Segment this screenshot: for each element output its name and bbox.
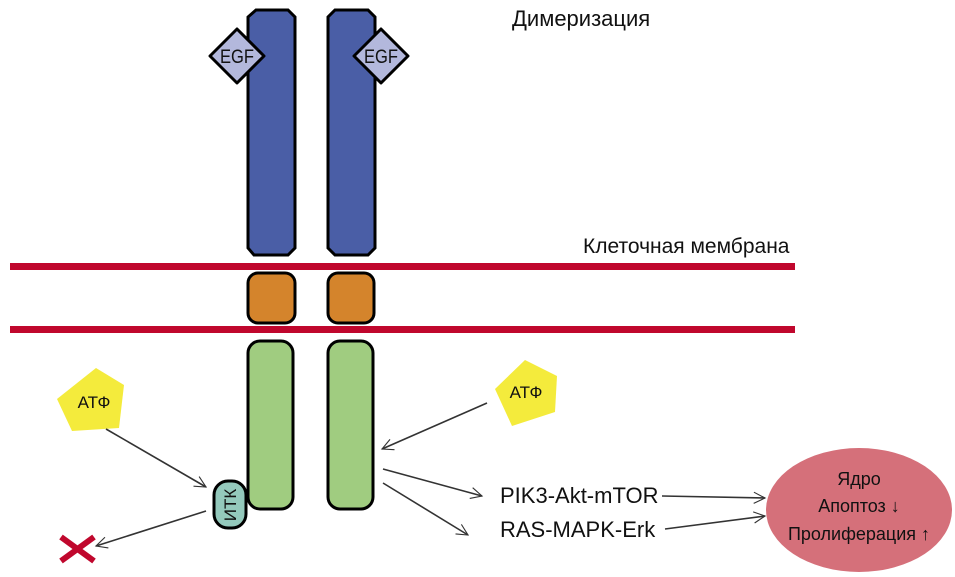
transmembrane-domain-left bbox=[246, 271, 297, 325]
egf-ligand-right: EGF bbox=[352, 27, 410, 85]
nucleus-title: Ядро bbox=[837, 469, 881, 489]
tki-inhibitor: ИТК bbox=[212, 479, 248, 530]
egf-ligand-left: EGF bbox=[208, 27, 266, 85]
tki-capsule bbox=[212, 479, 248, 530]
atp-molecule-left: АТФ bbox=[57, 368, 124, 431]
arrow-ras-to-nucleus bbox=[664, 511, 767, 530]
membrane-label: Клеточная мембрана bbox=[583, 235, 790, 258]
arrow-tki-to-block bbox=[94, 510, 207, 549]
membrane-inner-line bbox=[10, 326, 795, 333]
egf-label-left: EGF bbox=[220, 47, 254, 68]
transmembrane-domain-right bbox=[326, 271, 376, 325]
atp-molecule-right: АТФ bbox=[495, 360, 557, 426]
atp-label-right: АТФ bbox=[510, 383, 543, 402]
membrane-outer-line bbox=[10, 263, 795, 270]
arrow-receptor-to-ras bbox=[382, 482, 470, 536]
nucleus-proliferation: Пролиферация ↑ bbox=[788, 524, 930, 544]
atp-label-left: АТФ bbox=[78, 393, 111, 412]
atp-pentagon-left bbox=[57, 368, 124, 431]
receptor-right bbox=[326, 8, 377, 511]
pathway-pik3-akt-mtor: PIK3-Akt-mTOR bbox=[500, 483, 659, 508]
block-x-icon bbox=[59, 534, 96, 564]
arrow-receptor-to-pik3 bbox=[382, 468, 484, 500]
intracellular-domain-right bbox=[326, 339, 375, 511]
nucleus: Ядро Апоптоз ↓ Пролиферация ↑ bbox=[766, 448, 952, 572]
egf-label-right: EGF bbox=[364, 47, 398, 68]
extracellular-domain-left bbox=[246, 8, 297, 257]
arrow-atp-to-receptor bbox=[380, 402, 488, 451]
tki-label: ИТК bbox=[221, 489, 240, 522]
atp-pentagon-right bbox=[495, 360, 557, 426]
pathway-ras-mapk-erk: RAS-MAPK-Erk bbox=[500, 517, 656, 542]
nucleus-ellipse bbox=[766, 448, 952, 572]
nucleus-apoptosis: Апоптоз ↓ bbox=[818, 496, 900, 516]
intracellular-domain-left bbox=[246, 339, 295, 511]
extracellular-domain-right bbox=[326, 8, 377, 257]
arrow-atp-to-tki bbox=[105, 428, 208, 488]
arrow-pik3-to-nucleus bbox=[661, 491, 767, 504]
receptor-left bbox=[246, 8, 297, 511]
title-dimerization: Димеризация bbox=[512, 6, 650, 31]
